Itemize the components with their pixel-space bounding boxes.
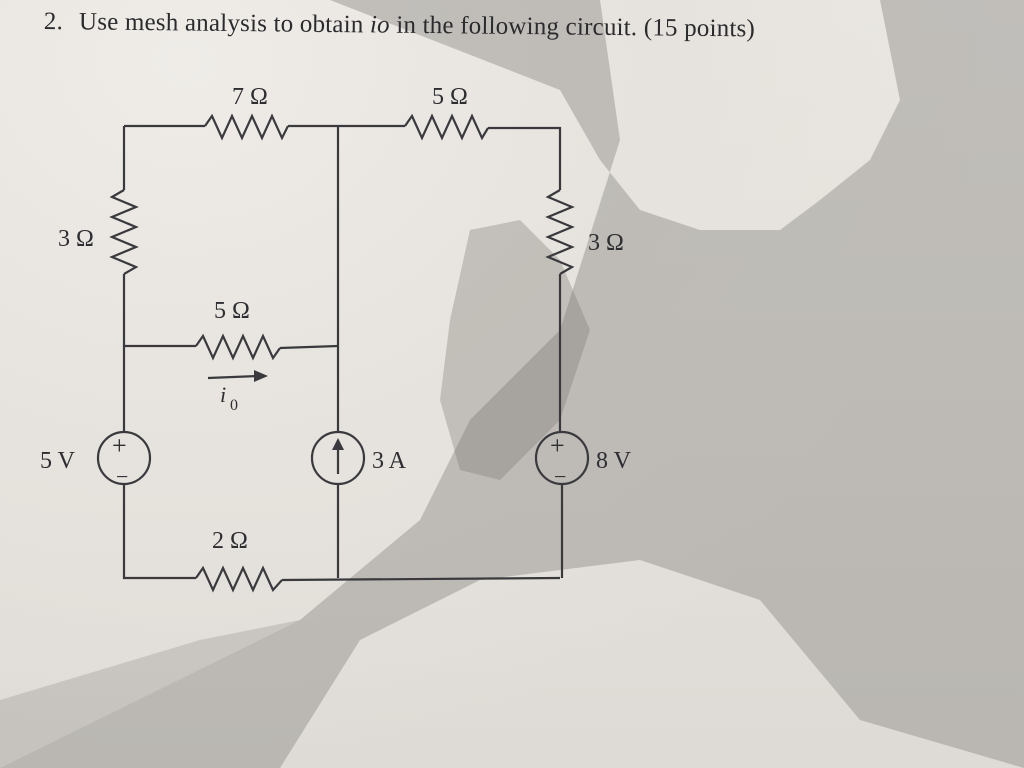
wire-left-mid	[122, 274, 196, 348]
wire-middle-right	[279, 344, 339, 350]
label-io-subscript: 0	[230, 397, 238, 414]
label-3ohm-left: 3 Ω	[58, 226, 94, 252]
minus-sign-8v: −	[554, 464, 566, 489]
label-5v: 5 V	[40, 448, 76, 474]
plus-sign-5v: +	[112, 431, 127, 460]
resistor-2ohm	[195, 565, 283, 593]
io-arrow	[207, 374, 259, 380]
label-3ohm-right: 3 Ω	[588, 230, 624, 256]
io-arrow-head	[254, 370, 268, 382]
wire-left-bottom	[122, 484, 196, 580]
plus-sign-8v: +	[550, 431, 565, 460]
label-2ohm: 2 Ω	[212, 528, 248, 554]
minus-sign-5v: −	[116, 464, 128, 489]
current-arrow-head	[332, 438, 344, 450]
resistor-5ohm-top	[404, 113, 489, 141]
label-5ohm-middle: 5 Ω	[214, 298, 250, 324]
label-7ohm: 7 Ω	[232, 84, 268, 110]
label-8v: 8 V	[596, 448, 632, 474]
resistor-5ohm-middle	[195, 333, 281, 361]
wire-bottom	[281, 576, 561, 582]
resistor-3ohm-right	[545, 189, 575, 275]
label-io: i	[220, 382, 226, 407]
resistor-3ohm-left	[109, 189, 139, 275]
wire-top-right	[488, 126, 562, 190]
resistor-7ohm	[204, 113, 289, 141]
label-5ohm-top: 5 Ω	[432, 84, 468, 110]
label-3a: 3 A	[372, 448, 407, 474]
